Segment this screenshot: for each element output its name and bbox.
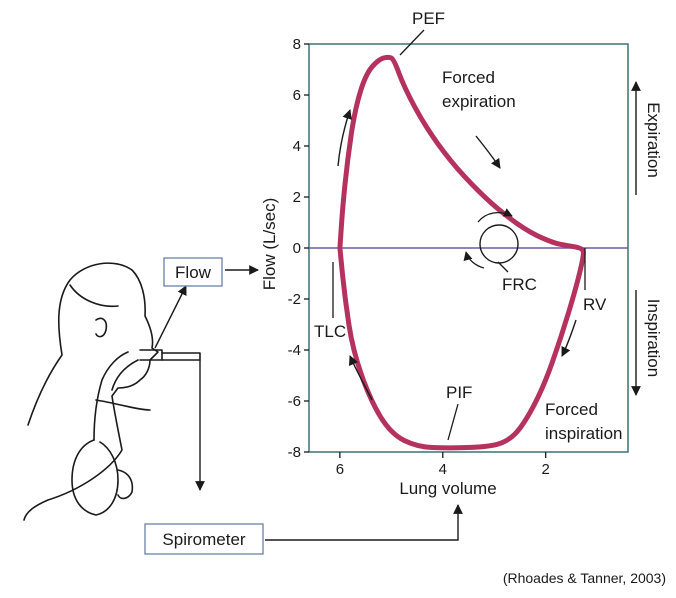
y-tick-label: 4 xyxy=(293,138,301,155)
frc-arrow-top xyxy=(477,208,513,223)
y-tick-label: -2 xyxy=(288,291,301,308)
pif-leader xyxy=(447,403,459,441)
loop-direction-arrows xyxy=(337,109,577,401)
frc-tidal-loop xyxy=(479,224,519,264)
y-tick-label: 0 xyxy=(293,240,301,257)
spirometer-box-label: Spirometer xyxy=(162,530,245,549)
frc-arrow-bottom xyxy=(463,251,485,269)
forced-inspiration-label-2: inspiration xyxy=(545,424,623,443)
x-axis-title: Lung volume xyxy=(399,479,496,498)
x-tick-label: 4 xyxy=(439,461,447,478)
y-tick-label: 2 xyxy=(293,189,301,206)
flow-volume-loop xyxy=(337,54,586,451)
frc-label: FRC xyxy=(502,275,537,294)
connector-lines xyxy=(154,265,463,541)
x-tick-label: 6 xyxy=(336,461,344,478)
expiration-label: Expiration xyxy=(644,102,663,178)
y-tick-label: -4 xyxy=(288,342,301,359)
forced-inspiration-label-1: Forced xyxy=(545,400,598,419)
forced-expiration-label-1: Forced xyxy=(442,68,495,87)
citation: (Rhoades & Tanner, 2003) xyxy=(503,570,666,586)
tlc-label: TLC xyxy=(314,322,346,341)
pef-label: PEF xyxy=(412,9,445,28)
flow-box: Flow xyxy=(163,257,223,287)
pif-label: PIF xyxy=(446,383,472,402)
spirometer-box: Spirometer xyxy=(144,523,264,555)
y-axis-title: Flow (L/sec) xyxy=(260,198,279,291)
inspiration-label: Inspiration xyxy=(644,299,663,377)
flow-box-label: Flow xyxy=(175,263,212,282)
person-illustration xyxy=(23,262,201,521)
rv-label: RV xyxy=(583,295,607,314)
pef-leader xyxy=(399,29,425,56)
flow-volume-chart: 8 6 4 2 0 -2 -4 -6 -8 6 4 2 Flow (L/sec) Lung volu… xyxy=(260,9,663,498)
y-tick-label: -6 xyxy=(288,393,301,410)
x-tick-label: 2 xyxy=(542,461,550,478)
y-tick-label: 8 xyxy=(293,36,301,53)
forced-expiration-label-2: expiration xyxy=(442,92,516,111)
y-tick-label: 6 xyxy=(293,87,301,104)
y-tick-label: -8 xyxy=(288,444,301,461)
